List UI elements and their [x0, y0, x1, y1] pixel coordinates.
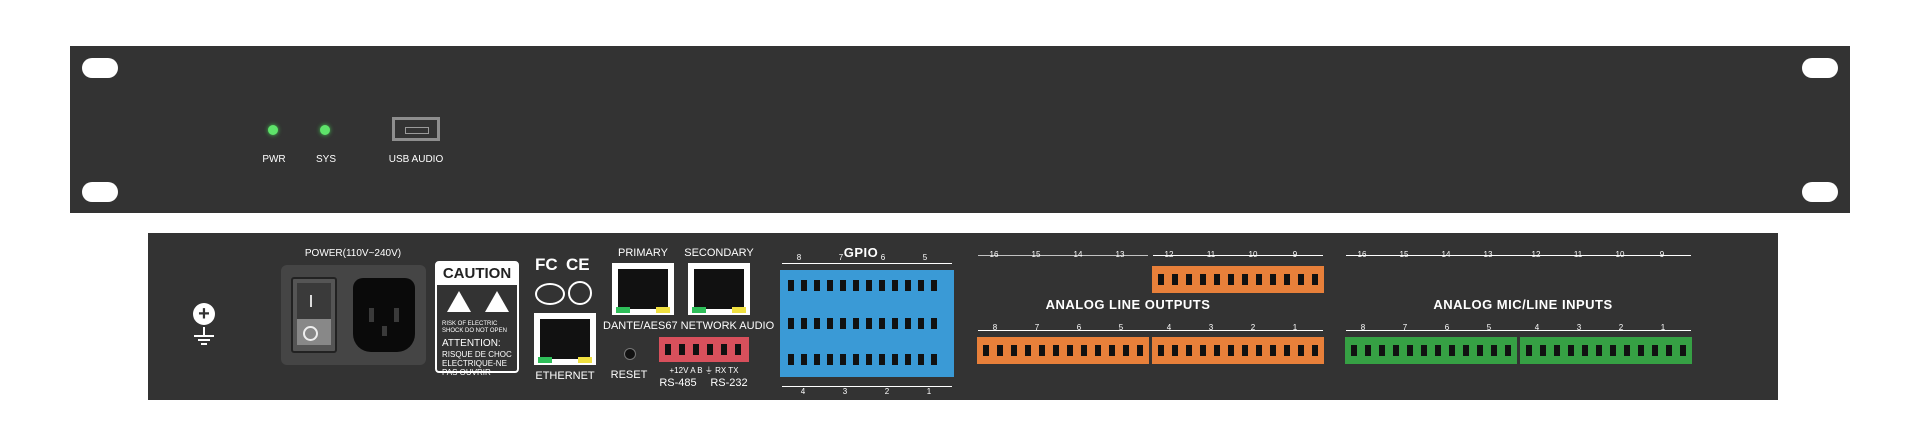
gpio-number: 5	[922, 253, 928, 262]
input-number: 7	[1402, 323, 1408, 332]
inputs-top-bracket	[1346, 255, 1691, 266]
outputs-1-4-terminal-block[interactable]	[1152, 337, 1324, 364]
outputs-top-faded-bracket	[978, 255, 1148, 266]
input-number: 14	[1441, 250, 1451, 259]
gpio-number: 2	[884, 387, 890, 396]
input-number: 15	[1399, 250, 1409, 259]
output-number: 16	[989, 250, 999, 259]
caution-attention-text: RISQUE DE CHOC ELECTRIQUE-NE PAS OUVRIR	[442, 350, 512, 377]
dante-secondary-port[interactable]	[688, 263, 750, 315]
gpio-number: 4	[800, 387, 806, 396]
safety-check-logo	[568, 281, 592, 305]
input-number: 10	[1615, 250, 1625, 259]
rack-ear-hole	[1802, 182, 1838, 202]
gpio-number: 1	[926, 387, 932, 396]
input-number: 5	[1486, 323, 1492, 332]
input-number: 8	[1360, 323, 1366, 332]
dante-primary-port[interactable]	[612, 263, 674, 315]
rack-ear-hole	[82, 58, 118, 78]
warning-icon	[485, 291, 509, 312]
gpio-number: 6	[880, 253, 886, 262]
dante-network-audio-label: DANTE/AES67 NETWORK AUDIO	[603, 320, 775, 332]
usb-audio-label: USB AUDIO	[388, 154, 444, 165]
rear-panel: + POWER(110V~240V) CAUTION RISK OF ELECT…	[148, 233, 1778, 400]
ground-screw-icon: +	[193, 303, 215, 325]
power-switch[interactable]	[291, 277, 337, 353]
input-number: 2	[1618, 323, 1624, 332]
gpio-number: 3	[842, 387, 848, 396]
output-number: 2	[1250, 323, 1256, 332]
analog-line-outputs-label: ANALOG LINE OUTPUTS	[1045, 297, 1211, 312]
input-number: 11	[1573, 250, 1583, 259]
usb-audio-port[interactable]	[392, 117, 440, 141]
ccc-logo	[535, 283, 565, 305]
fcc-logo: FC	[535, 255, 558, 274]
gpio-top-bracket	[782, 263, 952, 274]
input-number: 12	[1531, 250, 1541, 259]
inputs-1-4-terminal-block[interactable]	[1520, 337, 1692, 364]
output-number: 3	[1208, 323, 1214, 332]
analog-mic-line-inputs-label: ANALOG MIC/LINE INPUTS	[1433, 297, 1613, 312]
input-number: 3	[1576, 323, 1582, 332]
rack-ear-hole	[1802, 58, 1838, 78]
output-number: 7	[1034, 323, 1040, 332]
sys-led-label: SYS	[315, 154, 336, 165]
serial-pin-labels: +12V A B ⏚ RX TX	[669, 366, 739, 375]
caution-attention: ATTENTION:	[442, 338, 501, 349]
rack-ear-hole	[82, 182, 118, 202]
output-number: 5	[1118, 323, 1124, 332]
input-number: 13	[1483, 250, 1493, 259]
secondary-label: SECONDARY	[684, 247, 754, 259]
caution-risk-text: RISK OF ELECTRIC SHOCK DO NOT OPEN	[442, 321, 507, 334]
output-number: 9	[1292, 250, 1298, 259]
inputs-bottom-bracket	[1346, 330, 1691, 341]
front-panel: PWR SYS USB AUDIO	[70, 46, 1850, 213]
primary-label: PRIMARY	[618, 247, 668, 259]
outputs-5-8-terminal-block[interactable]	[977, 337, 1149, 364]
input-number: 1	[1660, 323, 1666, 332]
ground-icon	[203, 327, 205, 335]
output-number: 13	[1115, 250, 1125, 259]
output-number: 11	[1206, 250, 1216, 259]
power-module	[281, 265, 426, 365]
reset-label: RESET	[610, 369, 648, 381]
output-number: 12	[1164, 250, 1174, 259]
output-number: 1	[1292, 323, 1298, 332]
pwr-led-label: PWR	[262, 154, 286, 165]
outputs-top-bracket	[1153, 255, 1323, 266]
gpio-number: 7	[838, 253, 844, 262]
input-number: 9	[1659, 250, 1665, 259]
ethernet-port[interactable]	[534, 313, 596, 365]
gpio-terminal-block[interactable]	[780, 270, 954, 377]
inputs-5-8-terminal-block[interactable]	[1345, 337, 1517, 364]
reset-button[interactable]	[624, 348, 636, 360]
rs232-label: RS-232	[710, 377, 748, 389]
output-number: 14	[1073, 250, 1083, 259]
gpio-bottom-bracket	[782, 376, 952, 387]
outputs-bottom-bracket	[978, 330, 1323, 341]
pwr-led-indicator	[268, 125, 278, 135]
outputs-9-12-terminal-block[interactable]	[1152, 266, 1324, 293]
high-voltage-warning-icon	[447, 291, 471, 312]
sys-led-indicator	[320, 125, 330, 135]
ce-logo: CE	[566, 255, 590, 274]
input-number: 16	[1357, 250, 1367, 259]
caution-title: CAUTION	[437, 263, 517, 285]
input-number: 6	[1444, 323, 1450, 332]
output-number: 4	[1166, 323, 1172, 332]
power-label: POWER(110V~240V)	[304, 248, 402, 259]
gpio-label: GPIO	[843, 245, 879, 260]
iec-power-inlet[interactable]	[353, 278, 415, 352]
output-number: 6	[1076, 323, 1082, 332]
output-number: 15	[1031, 250, 1041, 259]
caution-label: CAUTION RISK OF ELECTRIC SHOCK DO NOT OP…	[435, 261, 519, 377]
input-number: 4	[1534, 323, 1540, 332]
output-number: 8	[992, 323, 998, 332]
output-number: 10	[1248, 250, 1258, 259]
gpio-number: 8	[796, 253, 802, 262]
rs485-rs232-terminal-block[interactable]	[659, 337, 749, 362]
rs485-label: RS-485	[659, 377, 697, 389]
ethernet-label: ETHERNET	[535, 370, 595, 382]
